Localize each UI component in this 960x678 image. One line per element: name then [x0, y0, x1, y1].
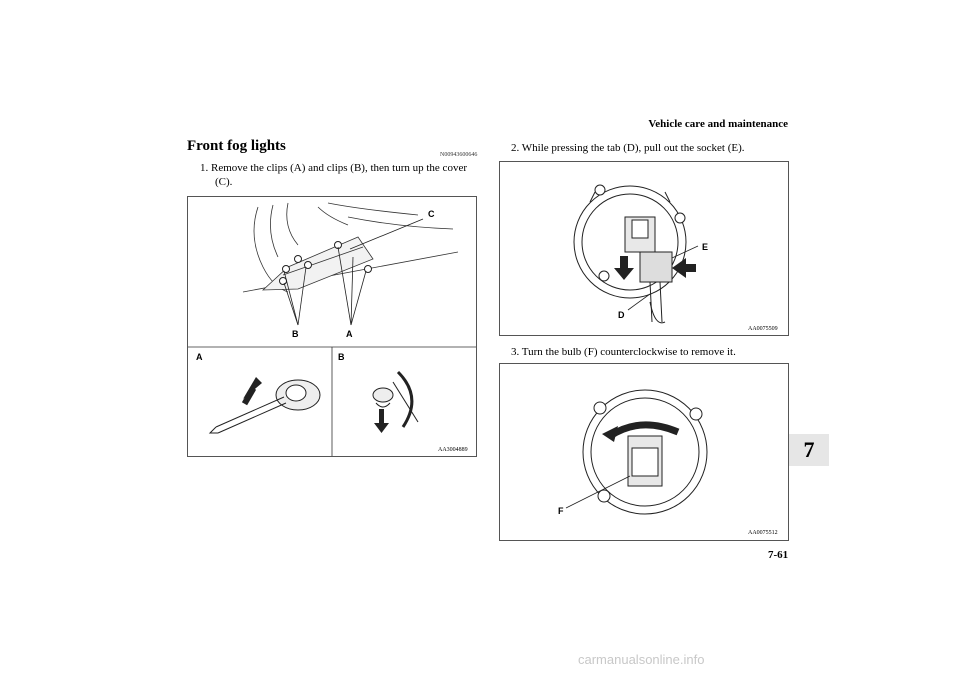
fig2-label-e: E	[702, 242, 708, 252]
chapter-tab: 7	[789, 434, 829, 466]
step-1-text: 1. Remove the clips (A) and clips (B), t…	[200, 162, 467, 174]
figure-1-illustration: C B A A B AA3004889	[188, 202, 476, 456]
fig1-label-c: C	[428, 209, 435, 219]
fig1-panel-b-label: B	[338, 352, 345, 362]
step-1: 1. Remove the clips (A) and clips (B), t…	[200, 161, 467, 189]
fig1-label-a: A	[346, 329, 353, 339]
step-2-text: 2. While pressing the tab (D), pull out …	[511, 142, 745, 154]
page-number: 7-61	[768, 549, 789, 561]
fig2-code: AA0075509	[748, 326, 778, 332]
fig1-code: AA3004889	[438, 447, 468, 453]
chapter-header: Vehicle care and maintenance	[648, 118, 788, 130]
figure-3-bulb: F AA0075512	[499, 363, 789, 541]
section-title: Front fog lights	[187, 138, 286, 154]
figure-2-socket: E D AA0075509	[499, 161, 789, 336]
section-code: N00943600646	[440, 152, 478, 158]
figure-3-illustration: F AA0075512	[558, 389, 778, 536]
watermark: carmanualsonline.info	[578, 652, 705, 667]
fig1-panel-a-label: A	[196, 352, 203, 362]
step-1-text-cont: (C).	[215, 176, 233, 188]
fig3-label-f: F	[558, 506, 564, 516]
figure-2-illustration: E D AA0075509	[573, 184, 778, 332]
fig2-label-d: D	[618, 310, 625, 320]
figure-1-clips: C B A A B AA3004889	[187, 196, 477, 457]
fig3-code: AA0075512	[748, 530, 778, 536]
fig1-label-b: B	[292, 329, 299, 339]
step-3-text: 3. Turn the bulb (F) counterclockwise to…	[511, 346, 736, 358]
